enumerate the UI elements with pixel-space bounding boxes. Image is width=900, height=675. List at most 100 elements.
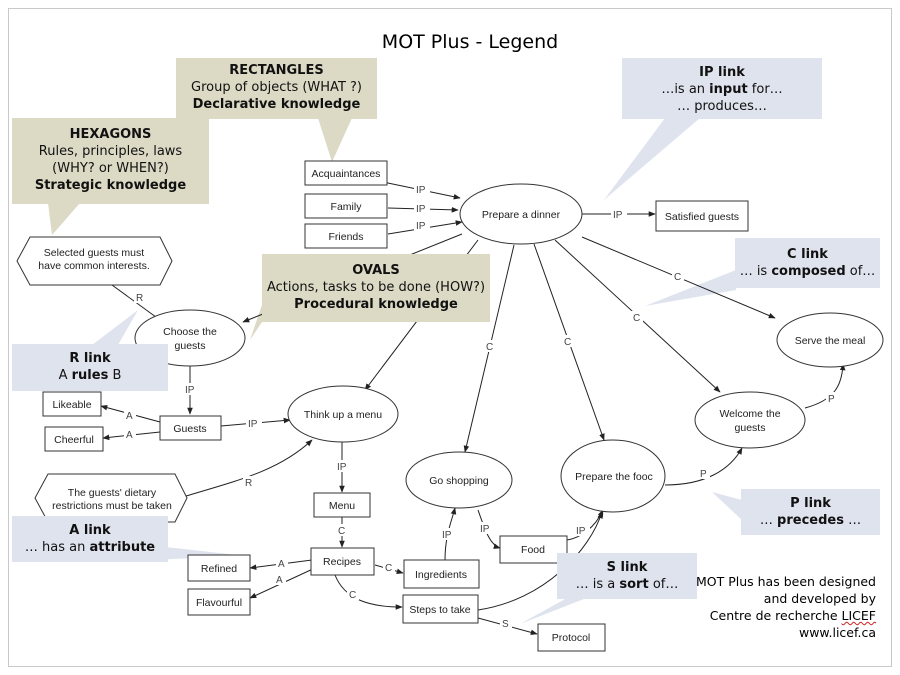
s-link-callout-line2: … is a sort of… [557,576,697,593]
c-link-text-pre: … is [739,264,772,279]
edge-recipes-steps [334,574,403,610]
node-dietary-rule: The guests' dietary restrictions must be… [34,473,188,523]
node-flavourful-label: Flavourful [196,597,242,609]
hexagons-callout-title: HEXAGONS [69,127,152,142]
node-prepare-food: Prepare the fooc [560,439,666,513]
node-likeable: Likeable [42,391,102,417]
link-label-c: C [633,313,640,324]
credits: MOT Plus has been designed and developed… [696,573,876,641]
c-link-text-bold: composed [771,264,846,279]
link-label-ip: IP [613,210,623,221]
link-label-ip: IP [480,524,490,535]
node-ingredients-label: Ingredients [415,569,467,581]
node-guests-label: Guests [173,423,206,435]
p-link-callout-tail [712,492,742,520]
c-link-callout-title: C link [787,247,828,262]
link-label-c: C [349,590,356,601]
credits-line3: Centre de recherche LICEF [696,607,876,624]
node-refined: Refined [187,554,251,582]
node-likeable-label: Likeable [52,399,91,411]
rectangles-callout-title: RECTANGLES [229,63,324,78]
node-acquaintances: Acquaintances [304,160,388,186]
node-dietary-line1: The guests' dietary [68,487,157,499]
r-link-text-bold: rules [71,368,109,383]
node-protocol-label: Protocol [552,632,591,644]
node-prepare-food-label: Prepare the fooc [575,471,653,483]
link-label-ip: IP [576,526,586,537]
node-food: Food [499,535,568,564]
ovals-callout-line2: Actions, tasks to be done (HOW?) [266,280,486,295]
c-link-callout-line2: … is composed of… [735,263,880,280]
p-link-text-bold: precedes [777,513,844,528]
node-acquaintances-label: Acquaintances [312,168,381,180]
node-cheerful-label: Cheerful [54,434,94,446]
link-label-r: R [245,478,252,489]
link-label-c: C [385,563,392,574]
link-label-a: A [278,559,285,570]
node-prepare-dinner: Prepare a dinner [459,183,583,245]
link-label-c: C [564,337,571,348]
link-label-ip: IP [416,221,426,232]
link-label-ip: IP [337,462,347,473]
credits-org-name: Centre de recherche [709,608,842,623]
node-welcome-guests: Welcome the guests [694,391,806,449]
edge-shopping-food [477,509,501,549]
s-link-text-pre: … is a [575,577,620,592]
node-prepare-dinner-label: Prepare a dinner [482,209,561,221]
ip-link-text-bold: input [709,82,748,97]
link-label-a: A [126,430,133,441]
node-think-menu: Think up a menu [287,385,399,443]
link-label-ip: IP [248,419,258,430]
a-link-callout-title: A link [69,523,111,538]
a-link-callout-line2: … has an attribute [12,539,168,556]
node-refined-label: Refined [201,563,237,575]
edge-welcome-serve [804,363,846,409]
node-dietary-line2: restrictions must be taken [52,500,172,512]
node-go-shopping-label: Go shopping [429,475,489,487]
a-link-text-pre: … has an [24,540,90,555]
rectangles-callout: RECTANGLES Group of objects (WHAT ?) Dec… [176,58,377,119]
node-go-shopping: Go shopping [405,451,513,509]
p-link-text-pre: … [759,513,778,528]
page-title: MOT Plus - Legend [381,31,559,53]
hexagons-callout-line3: (WHY? or WHEN?) [52,161,169,176]
node-steps-to-take-label: Steps to take [409,604,470,616]
node-satisfied-guests-label: Satisfied guests [665,211,739,223]
node-guests: Guests [159,415,222,441]
link-label-ip: IP [442,530,452,541]
node-selected-guests-line2: have common interests. [38,260,149,272]
slide-frame [8,8,892,667]
link-label-ip: IP [416,185,426,196]
node-choose-guests-line2: guests [175,340,206,352]
link-label-a: A [126,411,133,422]
node-recipes-label: Recipes [323,556,361,568]
node-serve-meal-label: Serve the meal [795,335,866,347]
ip-link-callout-tail [604,118,700,200]
ovals-callout-line3: Procedural knowledge [294,297,458,312]
ip-link-callout: IP link …is an input for… … produces… [622,58,822,119]
node-welcome-guests-line2: guests [735,422,766,434]
rectangles-callout-tail [318,118,352,162]
node-flavourful: Flavourful [187,588,251,616]
node-menu-label: Menu [329,500,355,512]
credits-org-acronym: LICEF [841,608,876,623]
r-link-callout: R link A rules B [12,344,168,391]
rectangles-callout-line3: Declarative knowledge [192,97,361,112]
link-label-c: C [674,272,681,283]
node-menu: Menu [313,492,371,518]
node-serve-meal: Serve the meal [776,312,884,368]
credits-website-link[interactable]: www.licef.ca [798,625,876,640]
link-label-ip: IP [185,385,195,396]
node-selected-guests-rule: Selected guests must have common interes… [16,236,173,286]
r-link-callout-line2: A rules B [12,367,168,384]
node-ingredients: Ingredients [403,559,480,589]
link-label-a: A [276,575,283,586]
credits-line2: and developed by [763,591,876,606]
hexagons-callout: HEXAGONS Rules, principles, laws (WHY? o… [12,118,209,204]
node-protocol: Protocol [537,623,606,652]
ovals-callout-title: OVALS [352,263,400,278]
node-think-menu-label: Think up a menu [304,409,382,421]
link-label-r: R [136,293,143,304]
p-link-text-post: … [843,513,862,528]
